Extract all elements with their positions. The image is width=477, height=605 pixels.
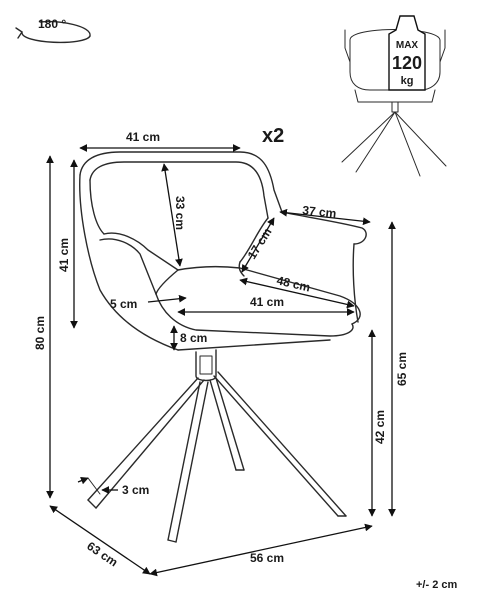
dim-seat-height: 42 cm bbox=[373, 410, 387, 444]
dimension-lines bbox=[46, 144, 396, 577]
dim-depth: 63 cm bbox=[84, 539, 120, 570]
dim-seat-edge: 5 cm bbox=[110, 297, 137, 311]
max-load-unit: kg bbox=[401, 75, 414, 87]
dim-seat-thickness: 8 cm bbox=[180, 331, 207, 345]
dim-armrest-floor-height: 65 cm bbox=[395, 352, 409, 386]
chair-drawing bbox=[79, 151, 367, 543]
dim-total-height: 80 cm bbox=[33, 316, 47, 350]
dim-width: 56 cm bbox=[250, 551, 284, 565]
dim-seat-width: 41 cm bbox=[250, 295, 284, 309]
dim-back-height: 41 cm bbox=[57, 238, 71, 272]
quantity-label: x2 bbox=[262, 125, 284, 147]
dim-armrest-length: 37 cm bbox=[302, 203, 337, 220]
max-label: MAX bbox=[396, 40, 419, 51]
rotation-label: 180 ° bbox=[38, 17, 66, 31]
tolerance-note: +/- 2 cm bbox=[416, 579, 457, 591]
rotation-icon bbox=[15, 20, 91, 44]
dim-backrest-width: 41 cm bbox=[126, 130, 160, 144]
max-load-value: 120 bbox=[392, 53, 422, 73]
dim-leg-thickness: 3 cm bbox=[122, 483, 149, 497]
dim-backrest-height: 33 cm bbox=[173, 196, 187, 230]
max-load-chair-icon bbox=[341, 15, 447, 177]
dim-armrest-height: 17 cm bbox=[245, 225, 275, 261]
dim-seat-width-top: 48 cm bbox=[275, 273, 311, 294]
